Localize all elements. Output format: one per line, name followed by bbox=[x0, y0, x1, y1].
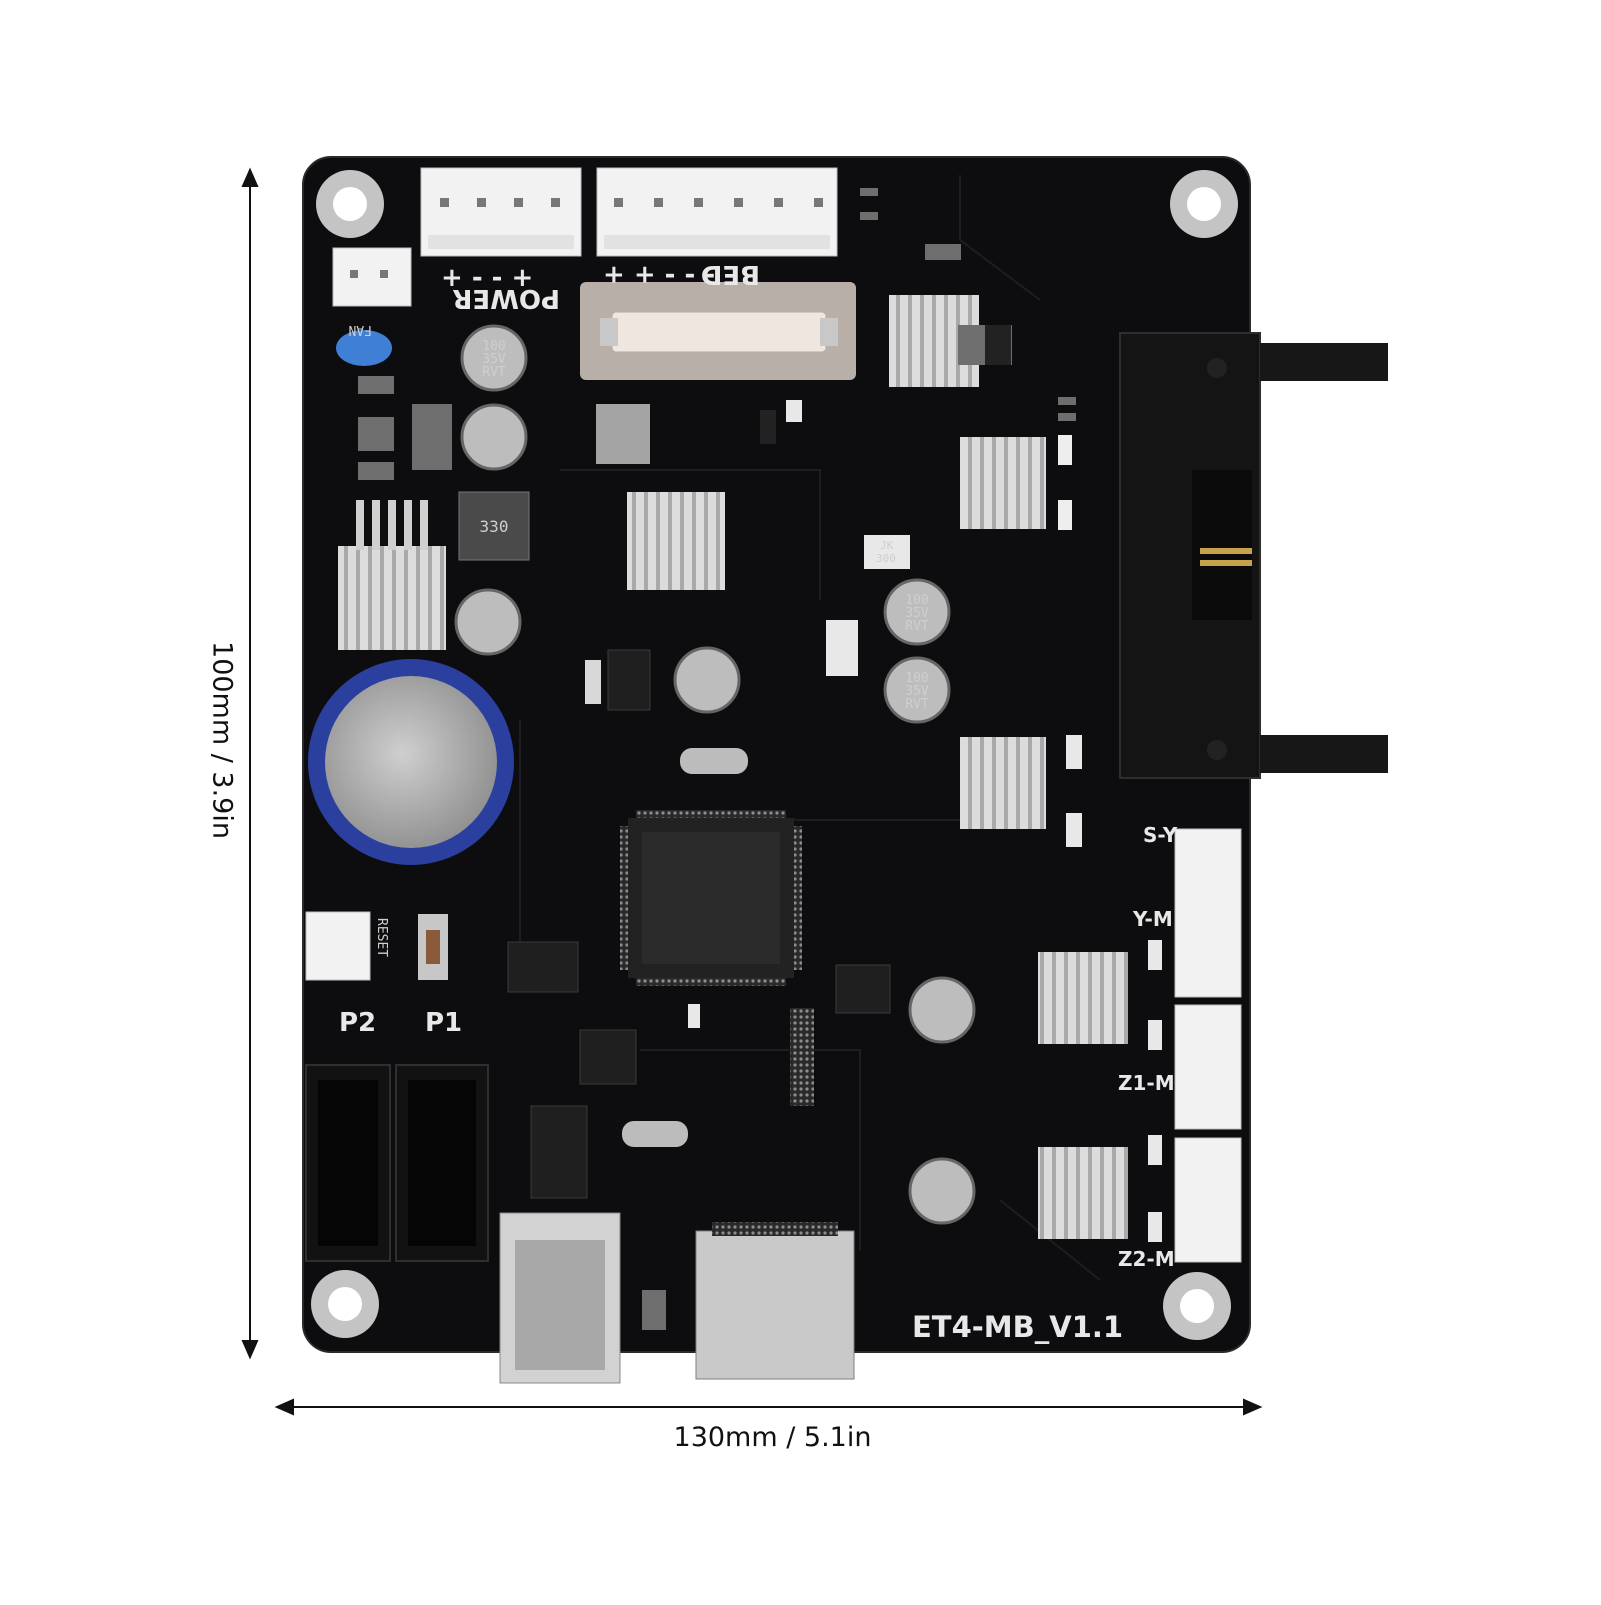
width-dimension-arrow bbox=[274, 1398, 1263, 1416]
height-dimension-arrow bbox=[241, 167, 259, 1360]
ceramic-capacitor bbox=[336, 330, 392, 366]
svg-text:RVT: RVT bbox=[905, 619, 929, 634]
mounting-holes bbox=[311, 170, 1238, 1340]
power-label: POWER bbox=[452, 283, 560, 313]
bed-label: BED bbox=[701, 259, 760, 289]
reset-label: RESET bbox=[374, 918, 389, 957]
fuse-marking-jk: JK bbox=[880, 539, 894, 552]
svg-text:35V: 35V bbox=[482, 352, 506, 367]
motor-label-y-m: Y-M bbox=[1132, 907, 1173, 931]
smd-components bbox=[358, 188, 1162, 1330]
heatsinks bbox=[338, 295, 1128, 1239]
height-dimension-label: 100mm / 3.9in bbox=[206, 641, 238, 839]
svg-text:100: 100 bbox=[905, 593, 928, 608]
motor-connectors bbox=[1174, 828, 1242, 1263]
capacitor-markings: 100 35V RVT 100 35V RVT 100 35V RVT bbox=[482, 339, 929, 712]
port-label-p1: P1 bbox=[425, 1008, 462, 1038]
svg-text:330: 330 bbox=[480, 517, 509, 536]
usb-connector bbox=[499, 1212, 621, 1384]
svg-text:35V: 35V bbox=[905, 606, 929, 621]
regulator-legs bbox=[356, 500, 428, 550]
small-ics bbox=[507, 649, 891, 1199]
width-dimension-label: 130mm / 5.1in bbox=[673, 1422, 872, 1453]
p2-header bbox=[305, 1064, 391, 1262]
pcb-traces bbox=[519, 175, 1101, 1281]
p1-header bbox=[395, 1064, 489, 1262]
model-label: ET4-MB_V1.1 bbox=[912, 1310, 1123, 1344]
electrolytic-capacitors bbox=[454, 324, 976, 1225]
inductor bbox=[458, 491, 530, 561]
svg-text:100: 100 bbox=[905, 671, 928, 686]
svg-text:35V: 35V bbox=[905, 684, 929, 699]
fuse-holder bbox=[580, 282, 856, 380]
fan-connector bbox=[332, 247, 412, 307]
fuse-marking-300: 300 bbox=[876, 552, 896, 565]
motor-label-z2-m: Z2-M bbox=[1118, 1247, 1175, 1271]
svg-text:+ - - +: + - - + bbox=[441, 263, 533, 293]
idc-connector bbox=[1119, 332, 1388, 779]
crystals bbox=[622, 748, 748, 1147]
power-connector bbox=[420, 167, 582, 257]
microsd-slot bbox=[695, 1222, 855, 1380]
svg-text:RVT: RVT bbox=[905, 697, 929, 712]
motor-label-z1-m: Z1-M bbox=[1118, 1071, 1175, 1095]
svg-text:RVT: RVT bbox=[482, 365, 506, 380]
j23-connector bbox=[305, 911, 371, 981]
port-label-p2: P2 bbox=[339, 1008, 376, 1038]
mcu-chip bbox=[620, 810, 802, 986]
motor-label-s-y: S-Y bbox=[1143, 823, 1178, 847]
bulk-capacitor bbox=[308, 659, 514, 865]
bed-connector bbox=[596, 167, 838, 257]
svg-text:100: 100 bbox=[482, 339, 505, 354]
fan-label: FAN bbox=[349, 322, 372, 337]
